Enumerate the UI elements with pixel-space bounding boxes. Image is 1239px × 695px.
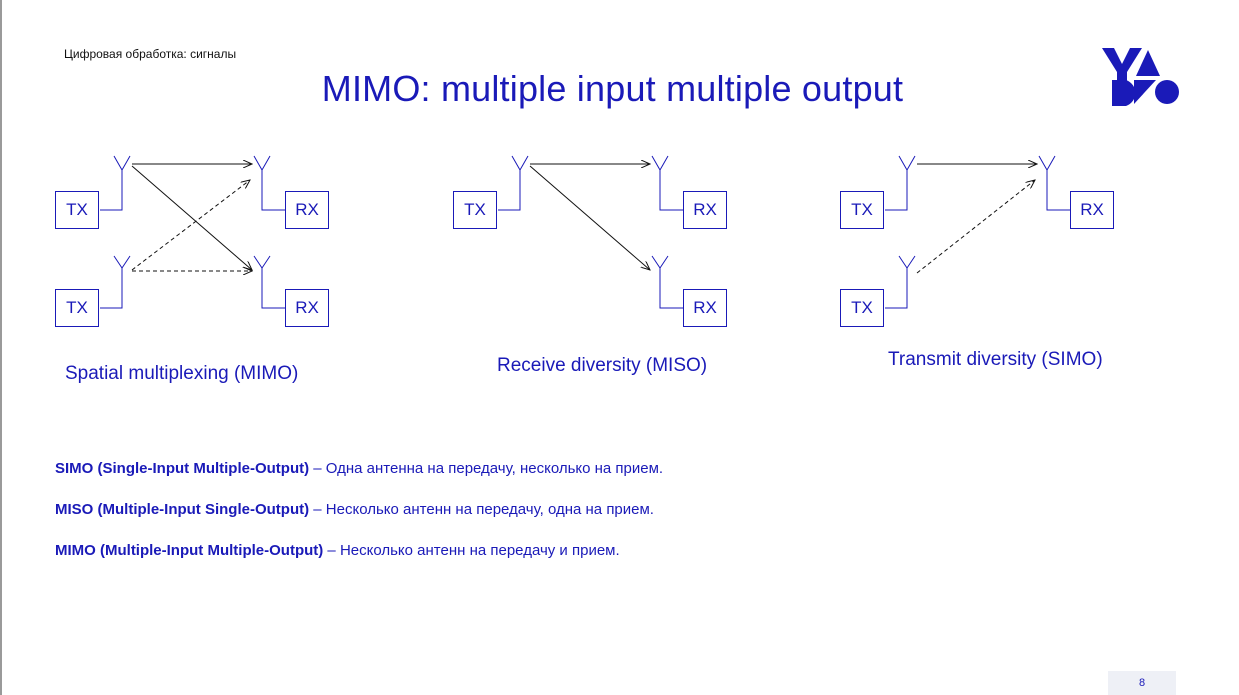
definition-simo: SIMO (Single-Input Multiple-Output) – Од… bbox=[55, 460, 663, 477]
slide-left-border bbox=[0, 0, 2, 695]
mimo-rx-top-antenna-icon bbox=[253, 155, 271, 172]
definition-term: MIMO (Multiple-Input Multiple-Output) bbox=[55, 542, 324, 559]
miso-arrow-2 bbox=[529, 165, 650, 270]
slide-title: MIMO: multiple input multiple output bbox=[321, 68, 904, 109]
definition-mimo: MIMO (Multiple-Input Multiple-Output) – … bbox=[55, 542, 620, 559]
simo-tx-top-box: TX bbox=[840, 191, 884, 229]
miso-rx-bottom-antenna-icon bbox=[651, 255, 669, 269]
mimo-tx-bottom-box: TX bbox=[55, 289, 99, 327]
mimo-tx-bottom-antenna-icon bbox=[113, 255, 131, 269]
diagram-lines bbox=[100, 155, 1070, 309]
mimo-diagrams: TX TX RX RX Spatial multiplexing (MIMO) … bbox=[0, 140, 1239, 400]
definition-term: SIMO (Single-Input Multiple-Output) bbox=[55, 460, 310, 477]
simo-rx-antenna-icon bbox=[1038, 155, 1056, 172]
simo-tx-bottom-antenna-icon bbox=[898, 255, 916, 269]
mimo-rx-bottom-antenna-icon bbox=[253, 255, 271, 269]
page-number: 8 bbox=[1108, 671, 1176, 695]
miso-tx-feed bbox=[498, 170, 521, 211]
mimo-rx-bottom-box: RX bbox=[285, 289, 329, 327]
simo-tx-top-feed bbox=[885, 170, 908, 211]
miso-tx-antenna-icon bbox=[511, 155, 529, 172]
miso-rx-bottom-box: RX bbox=[683, 289, 727, 327]
mimo-arrow-2 bbox=[131, 165, 252, 270]
simo-rx-box: RX bbox=[1070, 191, 1114, 229]
definition-text: – Несколько антенн на передачу и прием. bbox=[323, 542, 620, 559]
simo-caption: Transmit diversity (SIMO) bbox=[888, 349, 1103, 370]
mimo-tx-top-feed bbox=[100, 170, 123, 211]
miso-caption: Receive diversity (MISO) bbox=[497, 355, 708, 376]
miso-rx-top-antenna-icon bbox=[651, 155, 669, 172]
mimo-rx-bottom-feed bbox=[261, 268, 285, 309]
yadro-logo-icon bbox=[1102, 48, 1179, 106]
miso-rx-top-feed bbox=[659, 170, 683, 211]
miso-tx-box: TX bbox=[453, 191, 497, 229]
mimo-tx-top-box: TX bbox=[55, 191, 99, 229]
simo-tx-bottom-feed bbox=[885, 268, 908, 309]
mimo-tx-bottom-feed bbox=[100, 268, 123, 309]
miso-rx-bottom-feed bbox=[659, 268, 683, 309]
mimo-rx-top-box: RX bbox=[285, 191, 329, 229]
section-label: Цифровая обработка: сигналы bbox=[64, 47, 237, 61]
definition-miso: MISO (Multiple-Input Single-Output) – Не… bbox=[55, 501, 654, 518]
mimo-tx-top-antenna-icon bbox=[113, 155, 131, 172]
miso-rx-top-box: RX bbox=[683, 191, 727, 229]
simo-arrow-2 bbox=[916, 180, 1035, 274]
simo-rx-feed bbox=[1046, 170, 1070, 211]
mimo-arrow-3 bbox=[131, 180, 250, 271]
simo-tx-top-antenna-icon bbox=[898, 155, 916, 172]
definition-text: – Несколько антенн на передачу, одна на … bbox=[309, 501, 654, 518]
mimo-caption: Spatial multiplexing (MIMO) bbox=[65, 363, 299, 384]
definition-term: MISO (Multiple-Input Single-Output) bbox=[55, 501, 310, 518]
definition-text: – Одна антенна на передачу, несколько на… bbox=[309, 460, 664, 477]
simo-tx-bottom-box: TX bbox=[840, 289, 884, 327]
mimo-rx-top-feed bbox=[261, 170, 285, 211]
